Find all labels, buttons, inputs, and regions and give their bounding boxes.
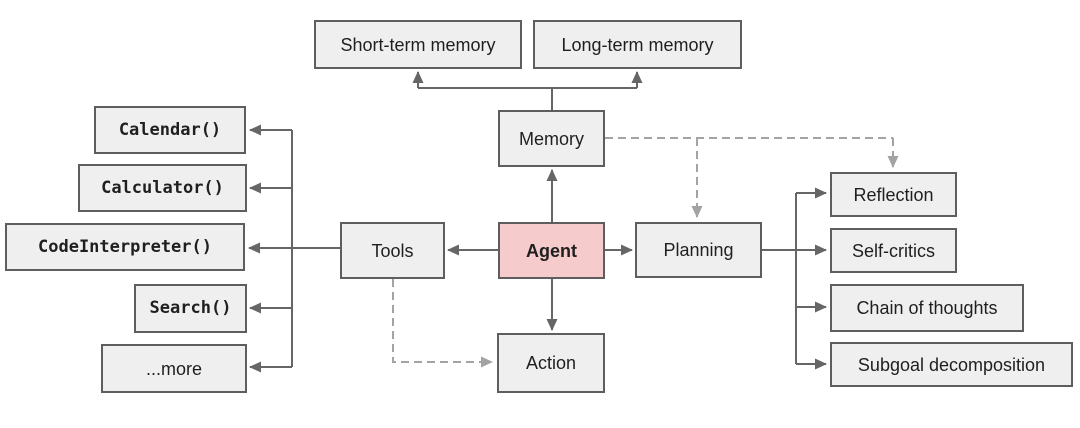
node-calendar: Calendar()	[94, 106, 246, 154]
node-search: Search()	[134, 284, 247, 333]
node-subgoal-decomposition: Subgoal decomposition	[830, 342, 1073, 387]
node-more: ...more	[101, 344, 247, 393]
edge-tools-action-dashed	[392, 279, 493, 368]
node-tools: Tools	[340, 222, 445, 279]
node-self-critics: Self-critics	[830, 228, 957, 273]
node-reflection: Reflection	[830, 172, 957, 217]
node-long-term-memory: Long-term memory	[533, 20, 742, 69]
node-chain-of-thoughts: Chain of thoughts	[830, 284, 1024, 332]
node-action: Action	[497, 333, 605, 393]
node-memory: Memory	[498, 110, 605, 167]
node-agent: Agent	[498, 222, 605, 279]
node-planning: Planning	[635, 222, 762, 278]
node-short-term-memory: Short-term memory	[314, 20, 522, 69]
node-calculator: Calculator()	[78, 164, 247, 212]
node-code-interpreter: CodeInterpreter()	[5, 223, 245, 271]
